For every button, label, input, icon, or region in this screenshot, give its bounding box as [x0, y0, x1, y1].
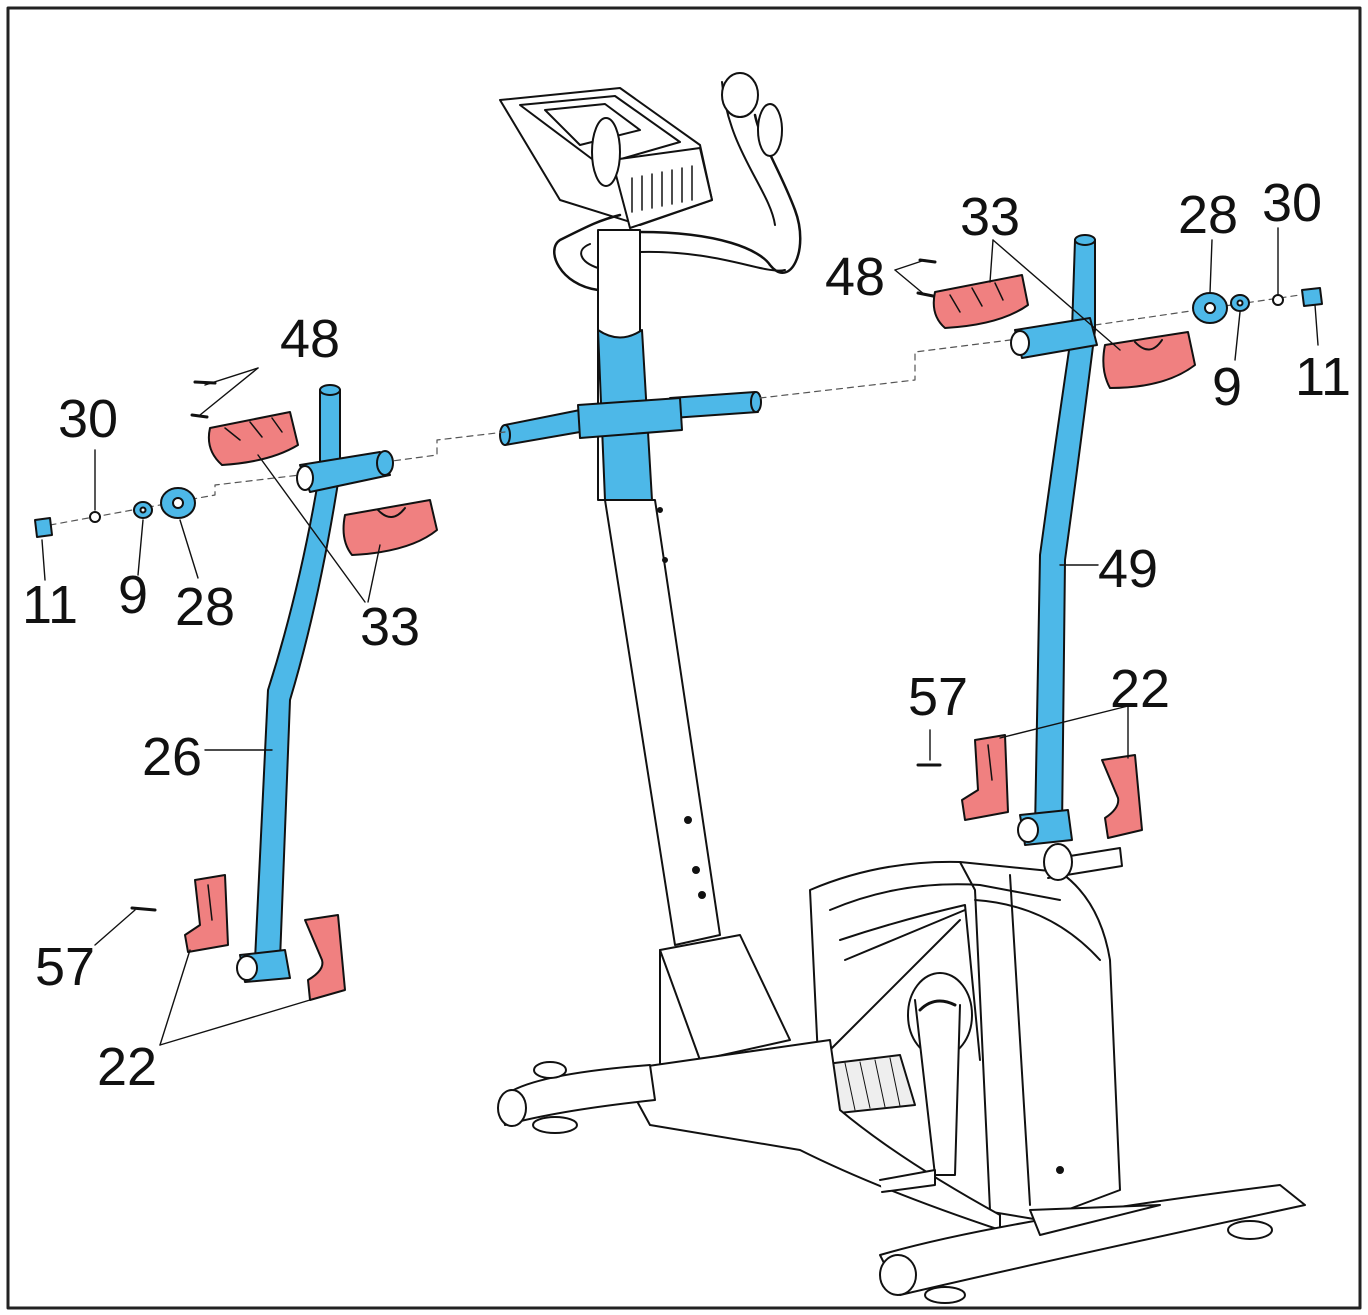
label-left-33: 33 [360, 597, 421, 657]
right-cover-22-b [1101, 754, 1143, 839]
console [499, 87, 713, 229]
left-cover-33-lower [342, 499, 438, 556]
lower-mast [604, 499, 721, 946]
label-left-22: 22 [97, 1037, 158, 1097]
diagram-border [6, 6, 1362, 1310]
label-left-57: 57 [35, 937, 96, 997]
label-right-33: 33 [960, 187, 1021, 247]
label-left-48: 48 [280, 309, 341, 369]
left-cover-33-upper [207, 411, 299, 466]
mast-base [659, 934, 791, 1066]
label-right-28: 28 [1178, 185, 1239, 245]
right-screw-48-b [916, 291, 935, 298]
upper-mast [597, 229, 653, 506]
right-leader-lines [894, 227, 1319, 761]
label-left-28: 28 [175, 577, 236, 637]
left-screw-57 [130, 906, 157, 912]
label-left-9: 9 [118, 565, 149, 625]
base-rail [497, 1039, 1306, 1304]
label-right-11: 11 [1295, 347, 1352, 407]
upper-handlebar [553, 72, 802, 292]
left-leader-lines [41, 367, 381, 1046]
label-left-26: 26 [142, 727, 203, 787]
right-bolt-11 [1301, 287, 1323, 307]
label-left-11: 11 [22, 575, 79, 635]
center-crossbar [499, 391, 762, 446]
left-bolt-11 [34, 517, 53, 538]
label-right-30: 30 [1262, 173, 1323, 233]
label-left-30: 30 [58, 389, 119, 449]
left-cover-22-a [184, 874, 229, 953]
label-right-22: 22 [1110, 659, 1171, 719]
flywheel-housing [809, 843, 1123, 1221]
left-arm-assembly [34, 367, 506, 1046]
right-lock-washer-30 [1272, 294, 1284, 306]
right-cover-33-upper [932, 274, 1029, 329]
left-cover-22-b [304, 914, 346, 1001]
left-lock-washer-30 [89, 511, 101, 523]
left-screw-48-b [190, 413, 209, 419]
label-right-9: 9 [1212, 357, 1243, 417]
label-right-48: 48 [825, 247, 886, 307]
right-cover-22-a [961, 734, 1009, 821]
main-frame [497, 72, 1306, 1304]
label-right-49: 49 [1098, 539, 1159, 599]
right-cover-33-lower [1102, 331, 1196, 389]
label-right-57: 57 [908, 667, 969, 727]
right-arm-assembly [759, 227, 1323, 846]
